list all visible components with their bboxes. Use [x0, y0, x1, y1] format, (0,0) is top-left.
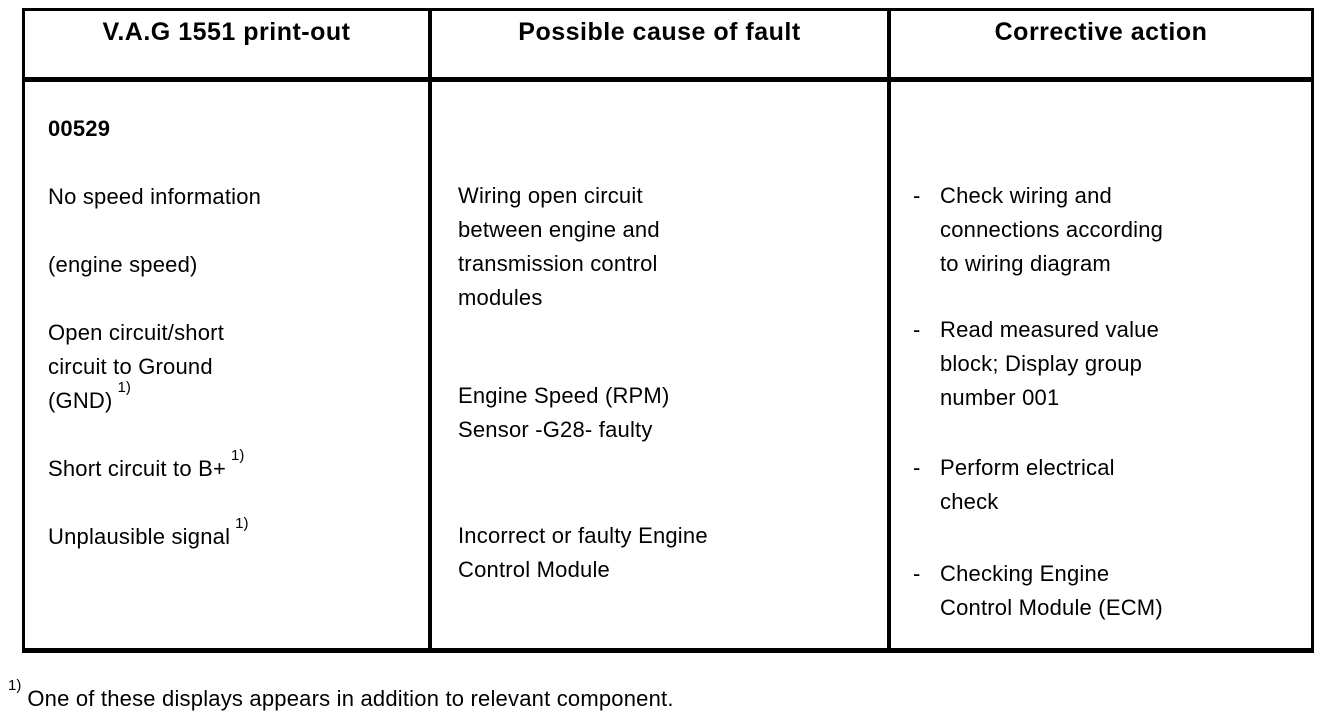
table-body-row: 00529 No speed information (engine speed…: [25, 82, 1311, 648]
cell-possible-cause: Wiring open circuit between engine and t…: [432, 82, 891, 648]
cause-item: Incorrect or faulty Engine Control Modul…: [458, 523, 708, 582]
printout-entry-text: Open circuit/short circuit to Ground (GN…: [48, 320, 225, 413]
footnote-text: One of these displays appears in additio…: [27, 686, 674, 711]
action-text: Checking Engine Control Module (ECM): [940, 561, 1163, 620]
footnote: 1) One of these displays appears in addit…: [8, 678, 674, 716]
header-vag-1551-printout: V.A.G 1551 print-out: [25, 11, 432, 77]
printout-entry-text: Unplausible signal: [48, 524, 231, 549]
printout-entry-text: (engine speed): [48, 252, 198, 277]
header-corrective-action: Corrective action: [994, 18, 1208, 46]
dash-bullet: -: [913, 317, 921, 342]
printout-entry: Open circuit/short circuit to Ground (GN…: [48, 316, 410, 418]
footnote-ref: 1): [235, 514, 249, 532]
dash-bullet: -: [913, 455, 921, 480]
dash-bullet: -: [913, 183, 921, 208]
cell-corrective-action: -Check wiring and connections according …: [891, 82, 1311, 648]
footnote-ref: 1): [231, 446, 245, 464]
footnote-ref: 1): [117, 378, 131, 396]
fault-code: 00529: [48, 116, 111, 141]
printout-entry-text: No speed information: [48, 184, 262, 209]
table-header-row: V.A.G 1551 print-out Possible cause of f…: [25, 11, 1311, 82]
dash-bullet: -: [913, 561, 921, 586]
action-text: Check wiring and connections according t…: [940, 183, 1164, 276]
cause-item: Engine Speed (RPM) Sensor -G28- faulty: [458, 383, 670, 442]
cell-printout: 00529 No speed information (engine speed…: [25, 82, 432, 648]
printout-entry-text: Short circuit to B+: [48, 456, 227, 481]
printout-entry: Short circuit to B+1): [48, 448, 410, 486]
printout-entry: Unplausible signal1): [48, 516, 410, 554]
action-item: -Read measured value block; Display grou…: [913, 313, 1299, 415]
fault-code-table: V.A.G 1551 print-out Possible cause of f…: [22, 8, 1314, 653]
action-text: Read measured value block; Display group…: [940, 317, 1160, 410]
action-item: -Checking Engine Control Module (ECM): [913, 557, 1299, 625]
header-possible-cause: Possible cause of fault: [432, 11, 891, 77]
action-item: -Perform electrical check: [913, 451, 1299, 519]
printout-entry: No speed information: [48, 180, 410, 214]
action-text: Perform electrical check: [940, 455, 1115, 514]
footnote-marker: 1): [8, 676, 22, 694]
action-item: -Check wiring and connections according …: [913, 179, 1299, 281]
cause-item: Wiring open circuit between engine and t…: [458, 183, 660, 310]
printout-entry: (engine speed): [48, 248, 410, 282]
